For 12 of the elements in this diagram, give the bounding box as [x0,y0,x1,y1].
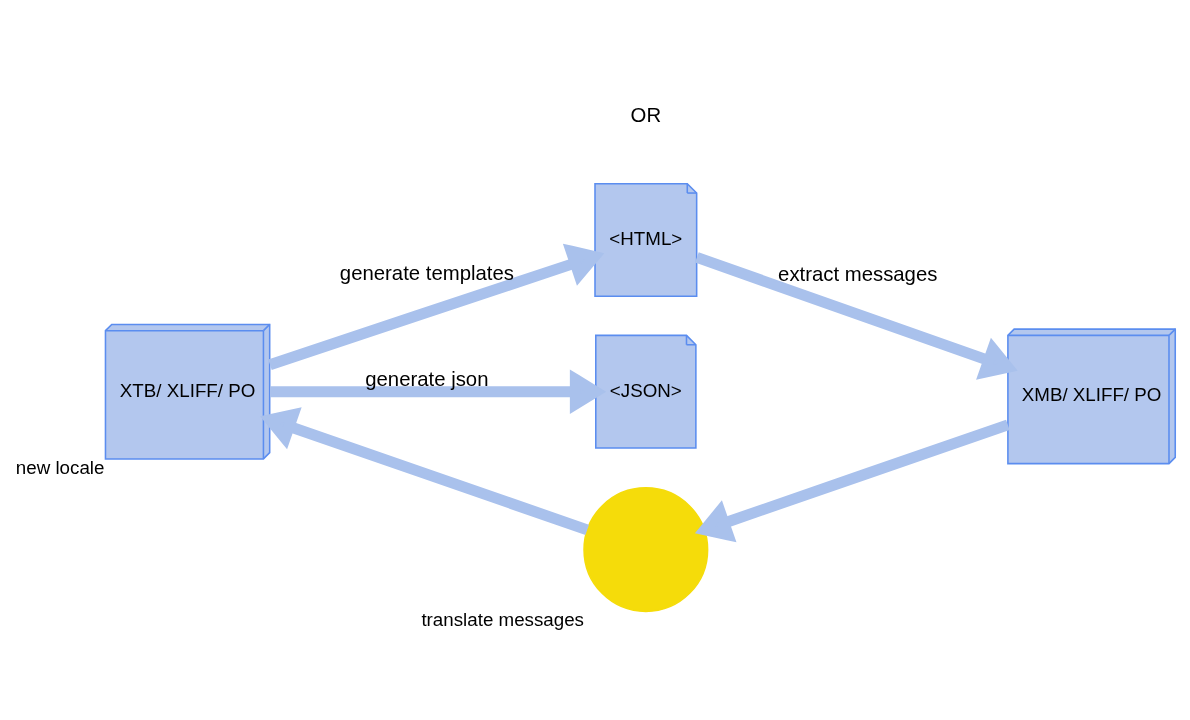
node-label: translate messages [421,609,585,631]
node-circle [583,487,709,613]
arrow [695,252,1018,380]
edge-label: generate json [365,368,489,391]
edge-label: extract messages [778,263,938,286]
edge-label: generate templates [339,261,514,284]
node-label: new locale [15,456,105,478]
arrow [270,369,607,414]
arrow [694,419,1010,543]
label: OR [630,103,662,126]
arrow [268,243,605,370]
arrow [260,407,589,535]
